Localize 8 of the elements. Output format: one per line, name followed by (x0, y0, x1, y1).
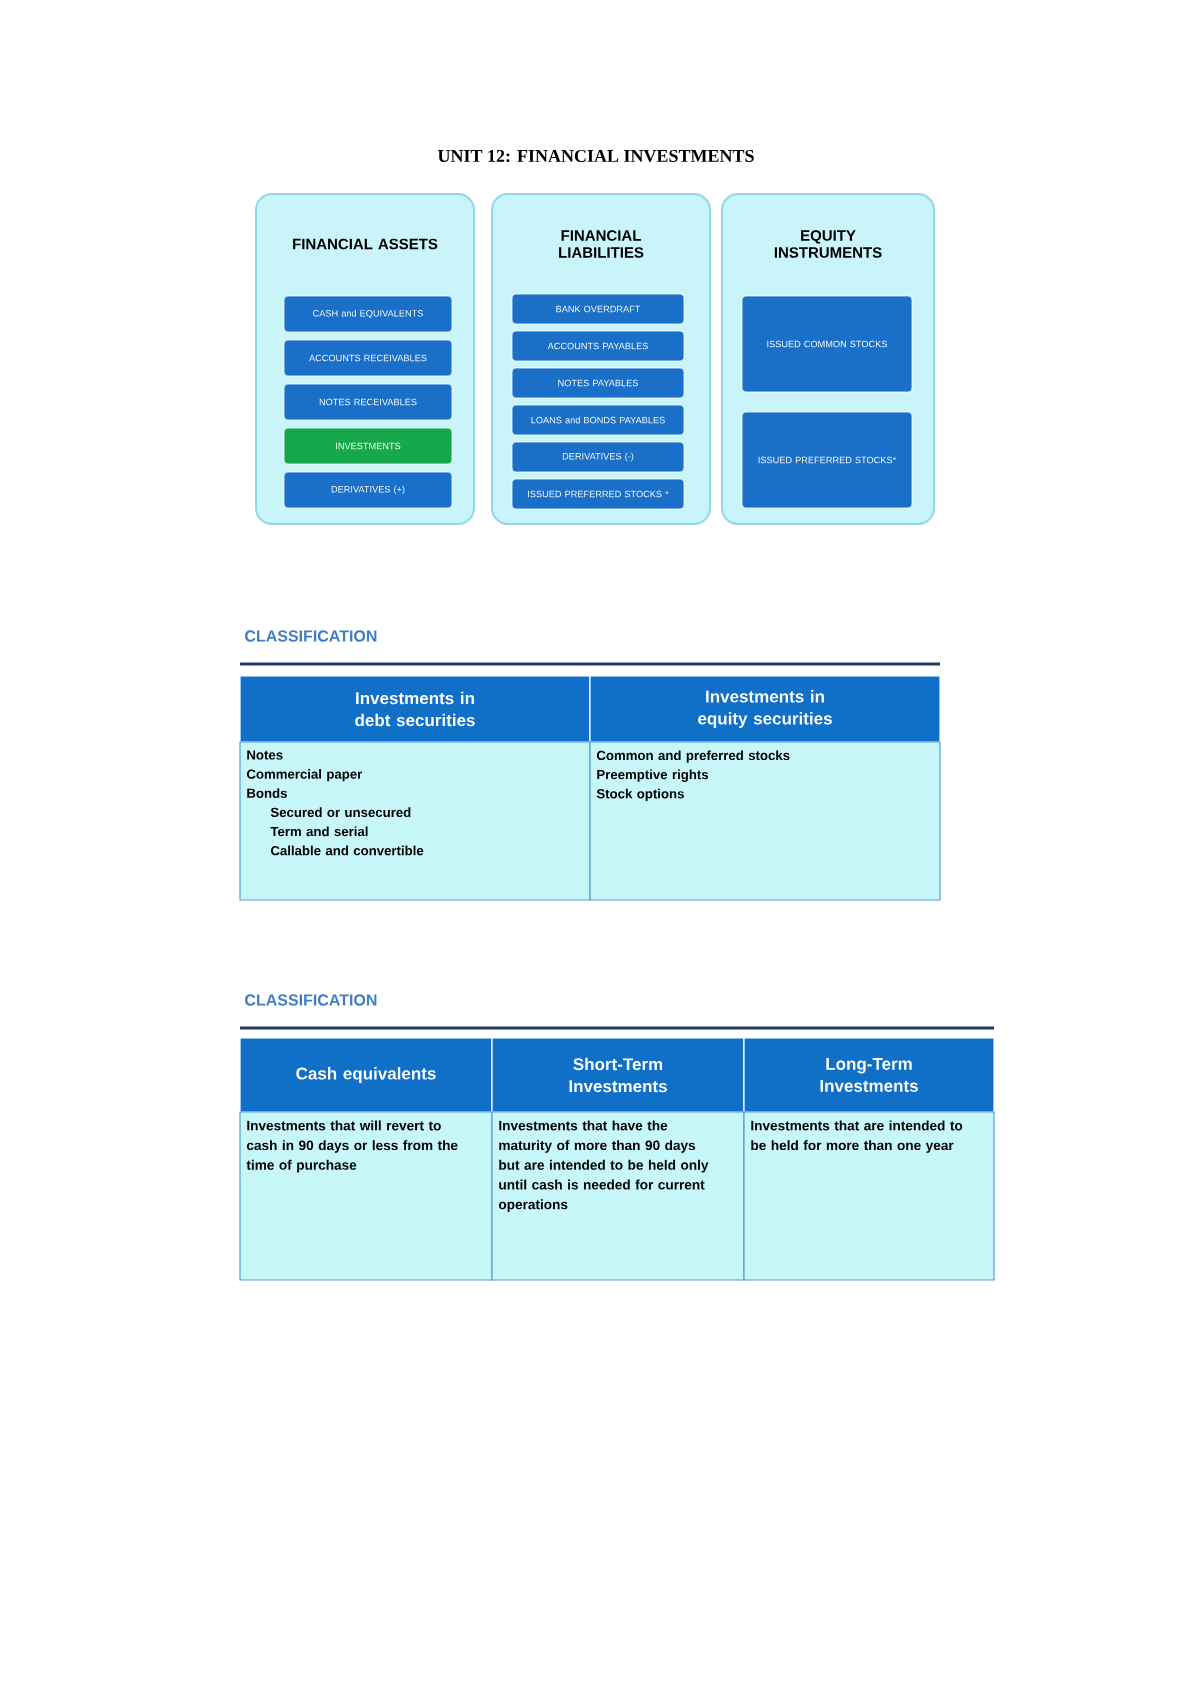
section-heading: CLASSIFICATION (245, 630, 377, 642)
table-header-cell: Investments in equity securities (589, 675, 941, 743)
section-heading: CLASSIFICATION (245, 994, 377, 1006)
table-header-cell: Short-Term Investments (491, 1037, 745, 1113)
table-header-cell: Long-Term Investments (743, 1037, 995, 1113)
table-header-cell: Investments in debt securities (239, 675, 591, 743)
table-header-cell: Cash equivalents (239, 1037, 493, 1113)
title: UNIT 12: FINANCIAL INVESTMENTS (437, 149, 754, 163)
